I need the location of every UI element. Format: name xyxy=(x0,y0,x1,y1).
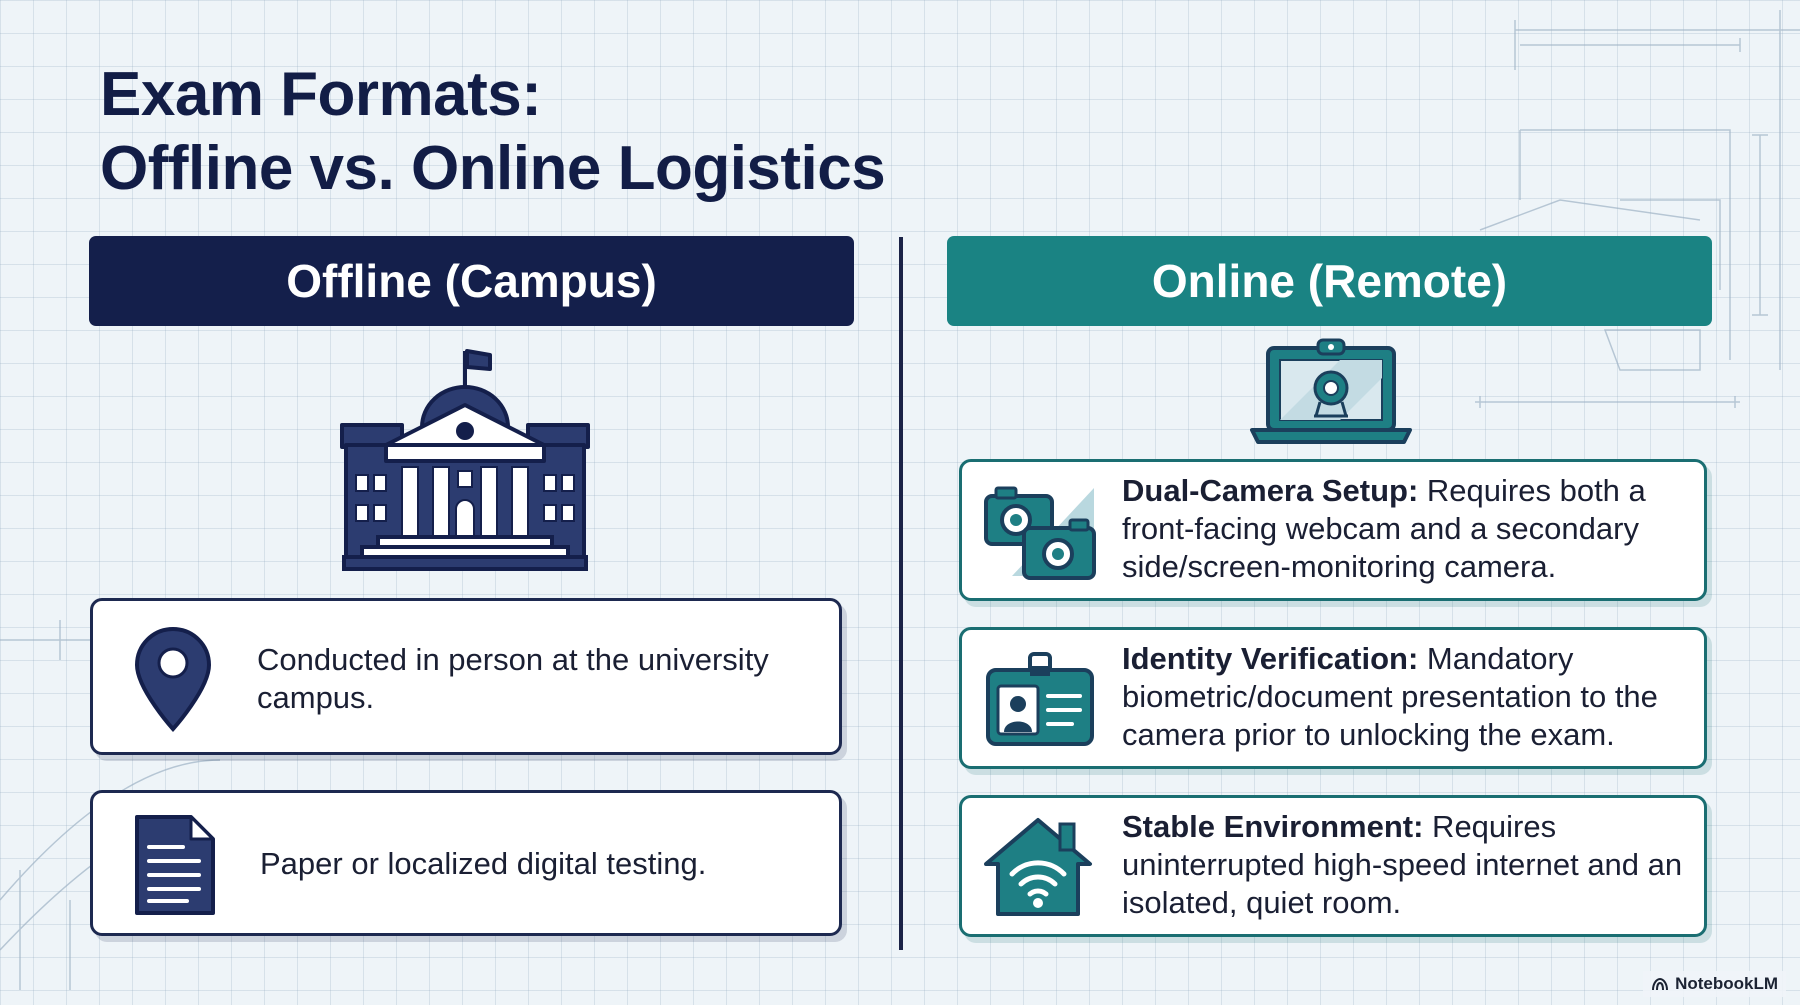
identity-body: Mandatory biometric/document presentatio… xyxy=(1122,641,1658,752)
id-badge-icon xyxy=(986,652,1094,746)
online-card-environment: Stable Environment: Requires uninterrupt… xyxy=(959,795,1707,937)
dual-camera-icon xyxy=(984,486,1096,580)
column-divider xyxy=(899,237,903,950)
dual-camera-text: Dual-Camera Setup: Requires both a front… xyxy=(1122,472,1702,586)
document-icon xyxy=(135,815,215,915)
environment-text: Stable Environment: Requires uninterrupt… xyxy=(1122,808,1702,922)
notebooklm-logo-icon xyxy=(1652,977,1669,991)
online-card-dual-camera: Dual-Camera Setup: Requires both a front… xyxy=(959,459,1707,601)
offline-card-document: Paper or localized digital testing. xyxy=(90,790,842,936)
online-header: Online (Remote) xyxy=(947,236,1712,326)
title-line-1: Exam Formats: xyxy=(100,60,542,129)
dual-camera-lead: Dual-Camera Setup: xyxy=(1122,473,1419,508)
watermark-label: NotebookLM xyxy=(1675,974,1778,993)
location-pin-icon xyxy=(134,626,212,732)
identity-text: Identity Verification: Mandatory biometr… xyxy=(1122,640,1702,754)
identity-lead: Identity Verification: xyxy=(1122,641,1419,676)
environment-body: Requires uninterrupted high-speed intern… xyxy=(1122,809,1683,920)
dual-camera-body: Requires both a front-facing webcam and … xyxy=(1122,473,1646,584)
offline-card-location: Conducted in person at the university ca… xyxy=(90,598,842,755)
page-title: Exam Formats: Offline vs. Online Logisti… xyxy=(100,58,886,206)
offline-document-text: Paper or localized digital testing. xyxy=(260,846,707,881)
environment-lead: Stable Environment: xyxy=(1122,809,1424,844)
home-wifi-icon xyxy=(984,818,1092,916)
offline-header: Offline (Campus) xyxy=(89,236,854,326)
offline-location-text: Conducted in person at the university ca… xyxy=(257,642,769,715)
laptop-webcam-icon xyxy=(1250,338,1412,444)
online-card-identity: Identity Verification: Mandatory biometr… xyxy=(959,627,1707,769)
title-line-2: Offline vs. Online Logistics xyxy=(100,134,886,203)
university-building-icon xyxy=(340,349,590,571)
notebooklm-watermark: NotebookLM xyxy=(1643,971,1786,997)
